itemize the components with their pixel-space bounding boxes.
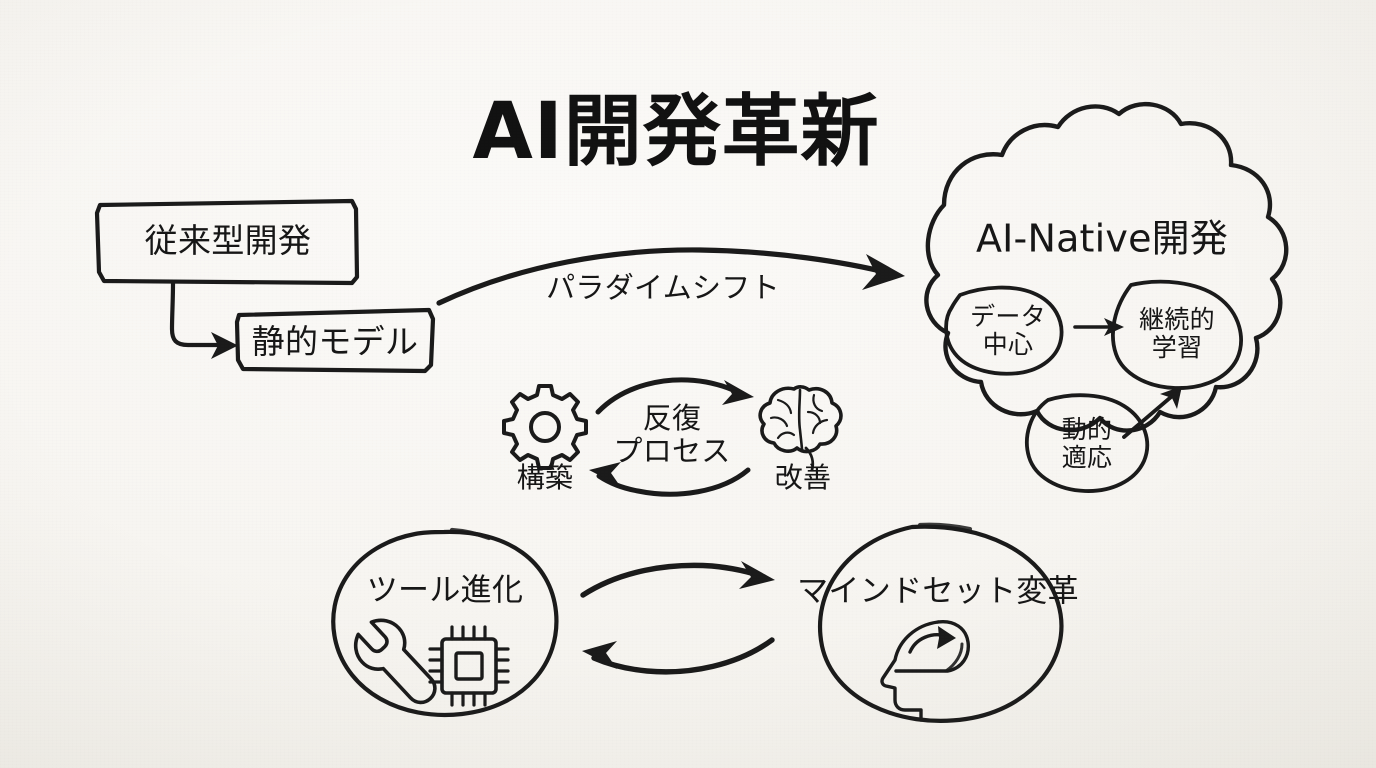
arrow-data-to-learning [1073, 318, 1124, 336]
bubble-data-centric[interactable] [944, 285, 1064, 376]
gear-icon [502, 384, 588, 470]
wrench-icon [353, 618, 437, 705]
ellipse-mindset-transformation[interactable] [818, 522, 1064, 723]
bottom-arrow-forward [580, 561, 775, 598]
ellipse-label-tool-evolution: ツール進化 [366, 572, 524, 609]
cycle-node-label-build: 構築 [516, 460, 574, 494]
cycle-node-label-improve: 改善 [774, 460, 832, 494]
ai-native-cloud[interactable] [924, 101, 1289, 433]
microchip-icon [428, 625, 510, 707]
head-arrow-icon [880, 620, 970, 722]
legacy-connector-arrow [169, 280, 238, 359]
brain-icon [758, 385, 843, 472]
bubble-label-data-centric: データ 中心 [970, 302, 1046, 359]
cycle-center-label: 反復 プロセス [613, 400, 731, 468]
arrow-dynamic-to-learning [1122, 386, 1182, 439]
ellipse-label-mindset-transformation: マインドセット変革 [797, 573, 1079, 610]
paradigm-shift-arrow [436, 247, 905, 306]
legacy-primary-label: 従来型開発 [144, 221, 312, 261]
legacy-primary-box[interactable] [94, 198, 360, 286]
bubble-dynamic-adaptation[interactable] [1025, 393, 1150, 493]
ellipse-tool-evolution[interactable] [331, 527, 559, 718]
cycle-arrow-forward [595, 377, 754, 415]
cycle-arrow-backward [589, 462, 751, 497]
bubble-continuous-learning[interactable] [1111, 279, 1243, 390]
bubble-label-dynamic-adaptation: 動的 適応 [1061, 415, 1113, 472]
page-title: AI開発革新 [472, 86, 880, 177]
paradigm-shift-label: パラダイムシフト [546, 270, 780, 305]
legacy-secondary-label: 静的モデル [251, 322, 419, 362]
legacy-secondary-box[interactable] [234, 307, 436, 374]
bottom-arrow-backward [582, 637, 775, 675]
cloud-title: AI-Native開発 [975, 216, 1229, 261]
bubble-label-continuous-learning: 継続的 学習 [1139, 305, 1215, 362]
